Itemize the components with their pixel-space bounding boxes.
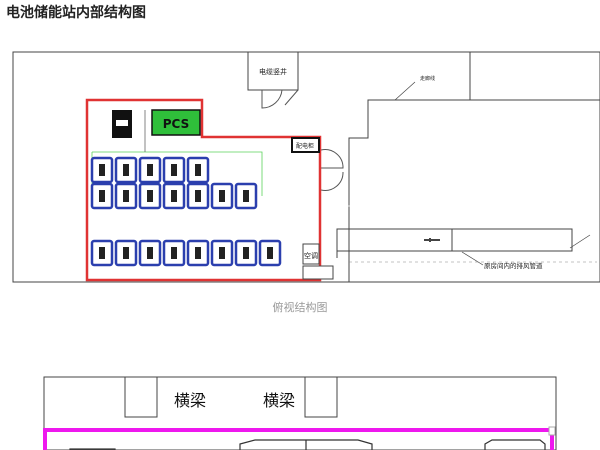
battery-cabinet: [114, 156, 138, 184]
exhaust-duct: [336, 228, 573, 252]
pcs-unit: PCS: [151, 109, 201, 136]
battery-cabinet: [186, 156, 210, 184]
room-door-upper: [320, 149, 344, 169]
battery-cabinet-module: [99, 247, 105, 259]
page-title: 电池储能站内部结构图: [6, 5, 146, 21]
shaft-door: [261, 89, 283, 109]
battery-cabinet-module: [195, 164, 201, 176]
battery-cabinet: [210, 182, 234, 210]
outer-wall: [12, 51, 600, 283]
battery-cabinet-module: [123, 190, 129, 202]
battery-cabinet-module: [195, 190, 201, 202]
battery-cabinet: [114, 239, 138, 267]
distribution-cabinet: 配电柜: [291, 137, 320, 153]
battery-cabinet: [90, 156, 114, 184]
room-door-lower: [320, 171, 344, 191]
cable-shaft-label: 电缆竖井: [259, 67, 287, 76]
battery-cabinet-module: [219, 190, 225, 202]
battery-cabinet: [162, 156, 186, 184]
walkway-leader: [394, 81, 416, 101]
side-cabinets: [69, 439, 546, 450]
air-conditioner: 空调: [302, 243, 334, 280]
side-room-outline: [43, 428, 554, 450]
battery-cabinet: [234, 182, 258, 210]
battery-cabinet: [162, 182, 186, 210]
battery-cabinet-module: [171, 164, 177, 176]
battery-cabinet-module: [99, 190, 105, 202]
battery-cabinet: [234, 239, 258, 267]
battery-cabinet: [186, 239, 210, 267]
battery-cabinet: [258, 239, 282, 267]
battery-cabinet: [186, 182, 210, 210]
beam-block-left: [124, 376, 158, 418]
battery-cabinet-module: [147, 247, 153, 259]
cable-shaft-box: [247, 51, 299, 91]
battery-cabinet-module: [267, 247, 273, 259]
beam-label-right: 横梁: [263, 391, 295, 410]
battery-cabinet-module: [243, 190, 249, 202]
battery-cabinet-module: [123, 164, 129, 176]
battery-cabinet-module: [147, 190, 153, 202]
battery-cabinet: [90, 239, 114, 267]
right-partition: [348, 99, 600, 282]
top-view-caption: 俯视结构图: [272, 301, 328, 314]
exhaust-duct-label: 原房间内的排风管道: [484, 261, 543, 270]
duct-leader: [461, 251, 484, 266]
side-view-frame: [43, 376, 557, 450]
door-swings: [261, 89, 344, 191]
battery-cabinet-module: [147, 164, 153, 176]
beam-block-right: [304, 376, 338, 418]
battery-cabinet-module: [171, 190, 177, 202]
battery-cabinets: [90, 156, 282, 267]
battery-cabinet: [114, 182, 138, 210]
pcs-label: PCS: [163, 117, 189, 131]
battery-cabinet: [210, 239, 234, 267]
walkway-label: 走廊线: [420, 75, 435, 82]
distribution-cabinet-label: 配电柜: [296, 142, 314, 150]
side-view: 横梁 横梁: [43, 376, 557, 450]
battery-cabinet: [138, 239, 162, 267]
battery-cabinet: [138, 182, 162, 210]
battery-cabinet-module: [123, 247, 129, 259]
air-conditioner-label: 空调: [304, 251, 318, 260]
battery-cabinet: [138, 156, 162, 184]
battery-cabinet-module: [219, 247, 225, 259]
beam-label-left: 横梁: [174, 391, 206, 410]
battery-cabinet: [162, 239, 186, 267]
battery-cabinet-module: [195, 247, 201, 259]
battery-cabinet-module: [99, 164, 105, 176]
battery-cabinet: [90, 182, 114, 210]
battery-cabinet-module: [171, 247, 177, 259]
battery-cabinet-module: [243, 247, 249, 259]
building-walls: [12, 51, 600, 283]
